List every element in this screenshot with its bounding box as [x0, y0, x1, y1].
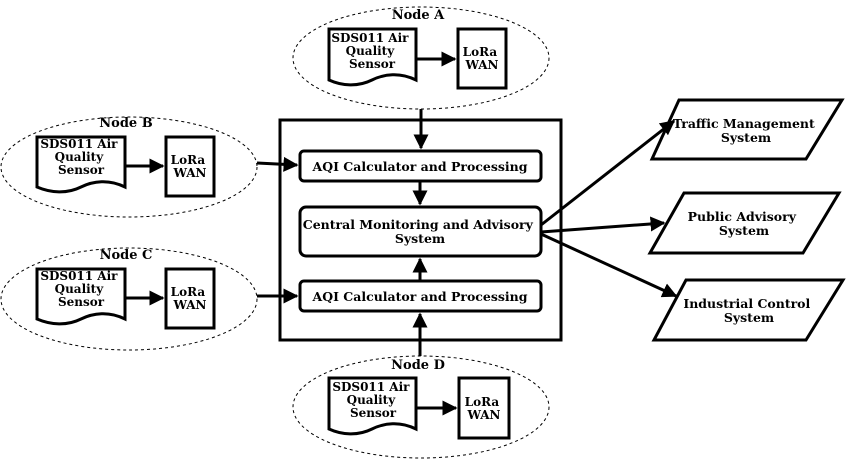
central-to-traffic-arrow	[540, 119, 676, 227]
processing-unit: AQI Calculator and Processing Central Mo…	[278, 118, 563, 342]
node-b-to-processing-arrow	[256, 156, 299, 172]
industrial-control-shape	[651, 278, 846, 342]
node-d-boundary	[292, 355, 550, 459]
output-public-advisory: Public Advisory System	[647, 191, 842, 255]
node-c-lorawan-label: LoRa WAN	[171, 285, 210, 312]
node-c-sensor	[35, 267, 127, 326]
node-a-sensor-label: SDS011 Air Quality Sensor	[331, 31, 412, 71]
node-d-sensor	[327, 376, 418, 436]
node-d-lorawan-box	[457, 376, 511, 440]
node-b-sensor-label: SDS011 Air Quality Sensor	[40, 137, 121, 177]
node-b-lorawan-box	[164, 135, 216, 198]
output-industrial-control: Industrial Control System	[651, 278, 846, 342]
node-a: Node A SDS011 Air Quality Sensor LoRa WA…	[292, 6, 550, 110]
aqi-calculator-top-label: AQI Calculator and Processing	[312, 159, 528, 174]
node-c-lorawan-box	[164, 267, 216, 330]
aqi-calculator-bottom-label: AQI Calculator and Processing	[312, 289, 528, 304]
node-b-sensor	[35, 135, 127, 194]
node-a-title: Node A	[392, 8, 445, 23]
node-d-sensor-label: SDS011 Air Quality Sensor	[332, 380, 413, 420]
central-monitoring-label: Central Monitoring and Advisory System	[303, 217, 538, 246]
public-advisory-label: Public Advisory System	[688, 209, 801, 238]
aqi-calculator-bottom	[298, 279, 543, 313]
output-traffic-management: Traffic Management System	[649, 98, 845, 161]
node-b-title: Node B	[99, 116, 152, 131]
node-b-boundary	[0, 116, 258, 218]
central-to-industrial-arrow	[540, 232, 678, 298]
aqi-calculator-top	[298, 149, 543, 183]
node-d-title: Node D	[391, 358, 445, 373]
node-d: Node D SDS011 Air Quality Sensor LoRa WA…	[292, 355, 550, 459]
node-a-boundary	[292, 6, 550, 110]
traffic-management-shape	[649, 98, 845, 161]
node-a-lorawan-box	[456, 27, 508, 90]
public-advisory-shape	[647, 191, 842, 255]
node-a-lorawan-label: LoRa WAN	[463, 45, 502, 72]
industrial-control-label: Industrial Control System	[683, 296, 814, 325]
node-c-sensor-label: SDS011 Air Quality Sensor	[40, 269, 121, 309]
node-d-lorawan-label: LoRa WAN	[465, 395, 504, 422]
traffic-management-label: Traffic Management System	[673, 116, 819, 145]
node-b-lorawan-label: LoRa WAN	[171, 153, 210, 180]
node-c: Node C SDS011 Air Quality Sensor LoRa WA…	[0, 247, 258, 351]
node-b: Node B SDS011 Air Quality Sensor LoRa WA…	[0, 116, 258, 218]
node-c-title: Node C	[100, 248, 153, 263]
node-a-sensor	[327, 27, 418, 87]
node-c-boundary	[0, 247, 258, 351]
central-to-advisory-arrow	[540, 216, 666, 234]
